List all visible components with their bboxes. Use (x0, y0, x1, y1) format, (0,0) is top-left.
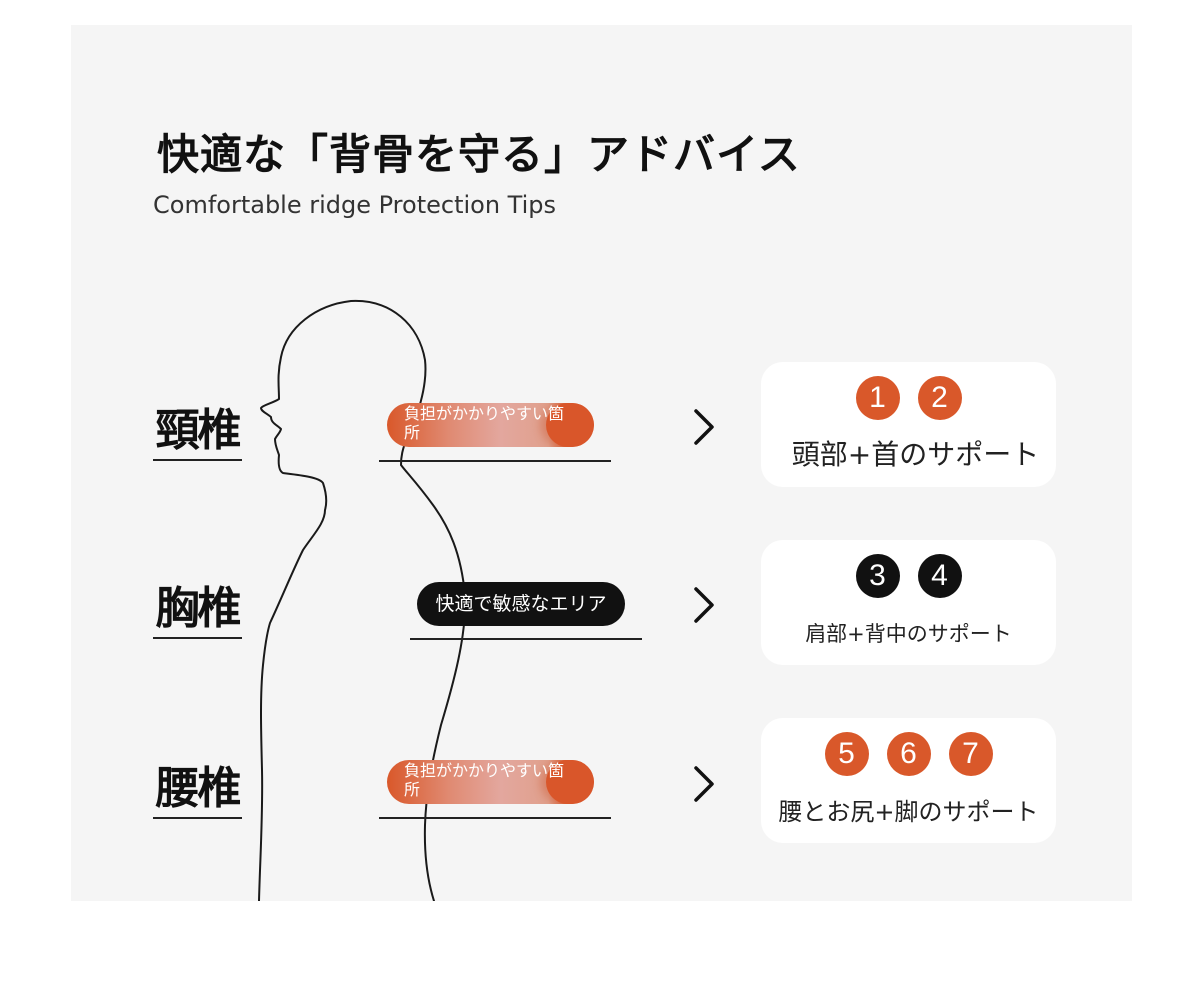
badge-row: 3 4 (761, 554, 1056, 598)
support-card-head-neck: 1 2 頭部+首のサポート (761, 362, 1056, 487)
region-label-thoracic: 胸椎 (153, 581, 242, 639)
support-card-text: 頭部+首のサポート (791, 438, 1040, 471)
strain-area-tag-text: 負担がかかりやすい箇所 (404, 404, 565, 442)
region-label-cervical: 頸椎 (153, 403, 242, 461)
support-card-shoulder-back: 3 4 肩部+背中のサポート (761, 540, 1056, 665)
badge-row: 5 6 7 (761, 732, 1056, 776)
thoracic-underline (410, 638, 642, 640)
chevron-right-icon (694, 409, 714, 445)
cervical-underline (379, 460, 611, 462)
strain-area-tag: 負担がかかりやすい箇所 (387, 760, 594, 804)
number-badge: 4 (917, 554, 962, 598)
number-badge: 5 (824, 732, 869, 776)
badge-row: 1 2 (761, 376, 1056, 420)
chevron-right-icon (694, 587, 714, 623)
human-silhouette-icon (258, 299, 467, 901)
number-badge: 6 (886, 732, 931, 776)
support-card-waist-hip-leg: 5 6 7 腰とお尻+脚のサポート (761, 718, 1056, 843)
support-card-text: 肩部+背中のサポート (805, 622, 1012, 646)
number-badge: 3 (855, 554, 900, 598)
number-badge: 2 (917, 376, 962, 420)
sensitive-area-tag: 快適で敏感なエリア (417, 582, 625, 626)
region-label-lumbar: 腰椎 (153, 761, 242, 819)
strain-area-tag-text: 負担がかかりやすい箇所 (404, 761, 565, 799)
page-subtitle: Comfortable ridge Protection Tips (153, 191, 557, 219)
tag-dot (546, 403, 594, 447)
page-title: 快適な「背骨を守る」アドバイス (157, 130, 801, 179)
tag-dot (546, 760, 594, 804)
chevron-right-icon (694, 766, 714, 802)
strain-area-tag: 負担がかかりやすい箇所 (387, 403, 594, 447)
support-card-text: 腰とお尻+脚のサポート (778, 798, 1039, 826)
infographic-panel: 快適な「背骨を守る」アドバイス Comfortable ridge Protec… (71, 25, 1132, 901)
number-badge: 7 (948, 732, 993, 776)
lumbar-underline (379, 817, 611, 819)
number-badge: 1 (855, 376, 900, 420)
